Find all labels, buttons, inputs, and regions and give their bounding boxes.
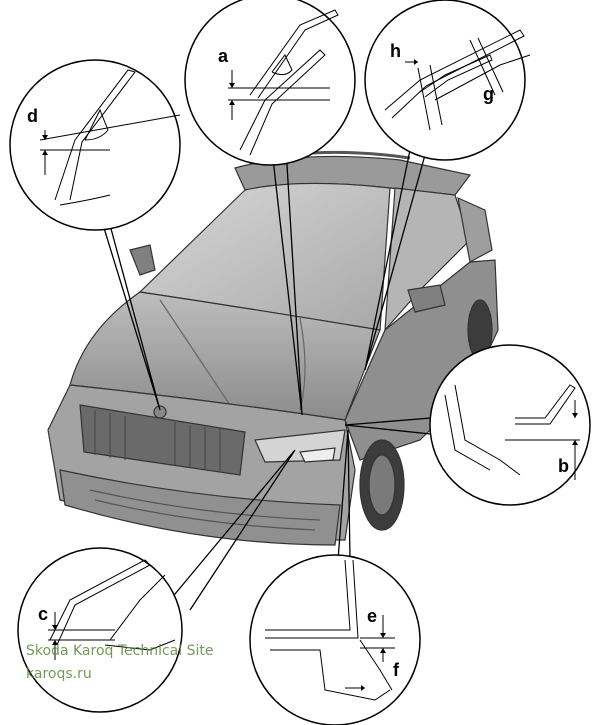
watermark-title: Skoda Karoq Technical Site (26, 643, 214, 659)
label-g: g (483, 84, 494, 104)
label-d: d (27, 106, 38, 126)
label-b: b (558, 456, 569, 476)
label-f: f (393, 660, 400, 680)
watermark-url: karoqs.ru (26, 666, 92, 682)
leader-lines (99, 147, 444, 611)
detail-circle-gh: h g (364, 0, 531, 161)
detail-circle-ef: e f (249, 554, 421, 725)
label-c: c (38, 604, 48, 624)
detail-circle-b: b (429, 344, 591, 506)
detail-circle-d: d (9, 59, 181, 231)
label-h: h (390, 41, 401, 61)
detail-circle-a: a (184, 0, 356, 166)
label-e: e (367, 606, 377, 626)
car-illustration (47, 150, 499, 546)
detail-circle-c: c (17, 547, 183, 713)
label-a: a (218, 46, 229, 66)
